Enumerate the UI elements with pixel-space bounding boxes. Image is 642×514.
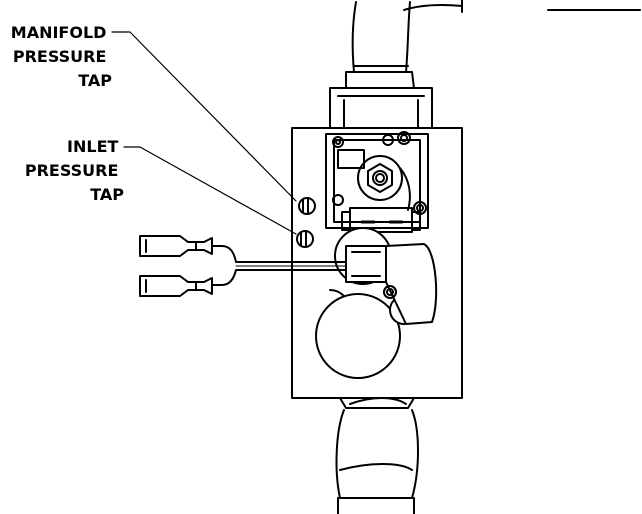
leader-lines bbox=[111, 31, 297, 235]
inlet-pressure-tap-screw bbox=[296, 230, 314, 248]
spade-connector-bottom bbox=[139, 275, 213, 297]
spade-connector-top bbox=[139, 235, 213, 257]
terminal-plug bbox=[341, 207, 421, 233]
wire-connector bbox=[345, 243, 438, 325]
wire-harness bbox=[211, 245, 347, 286]
top-inlet-tube bbox=[345, 0, 463, 89]
manifold-pressure-tap-screw bbox=[298, 197, 316, 215]
hex-nut-icon bbox=[367, 163, 393, 193]
valve-neck bbox=[329, 87, 433, 131]
manifold-pressure-tap-label: MANIFOLD PRESSURE TAP bbox=[11, 23, 113, 90]
inlet-pressure-tap-label: INLET PRESSURE TAP bbox=[25, 137, 124, 204]
bottom-outlet-elbow bbox=[335, 397, 419, 514]
